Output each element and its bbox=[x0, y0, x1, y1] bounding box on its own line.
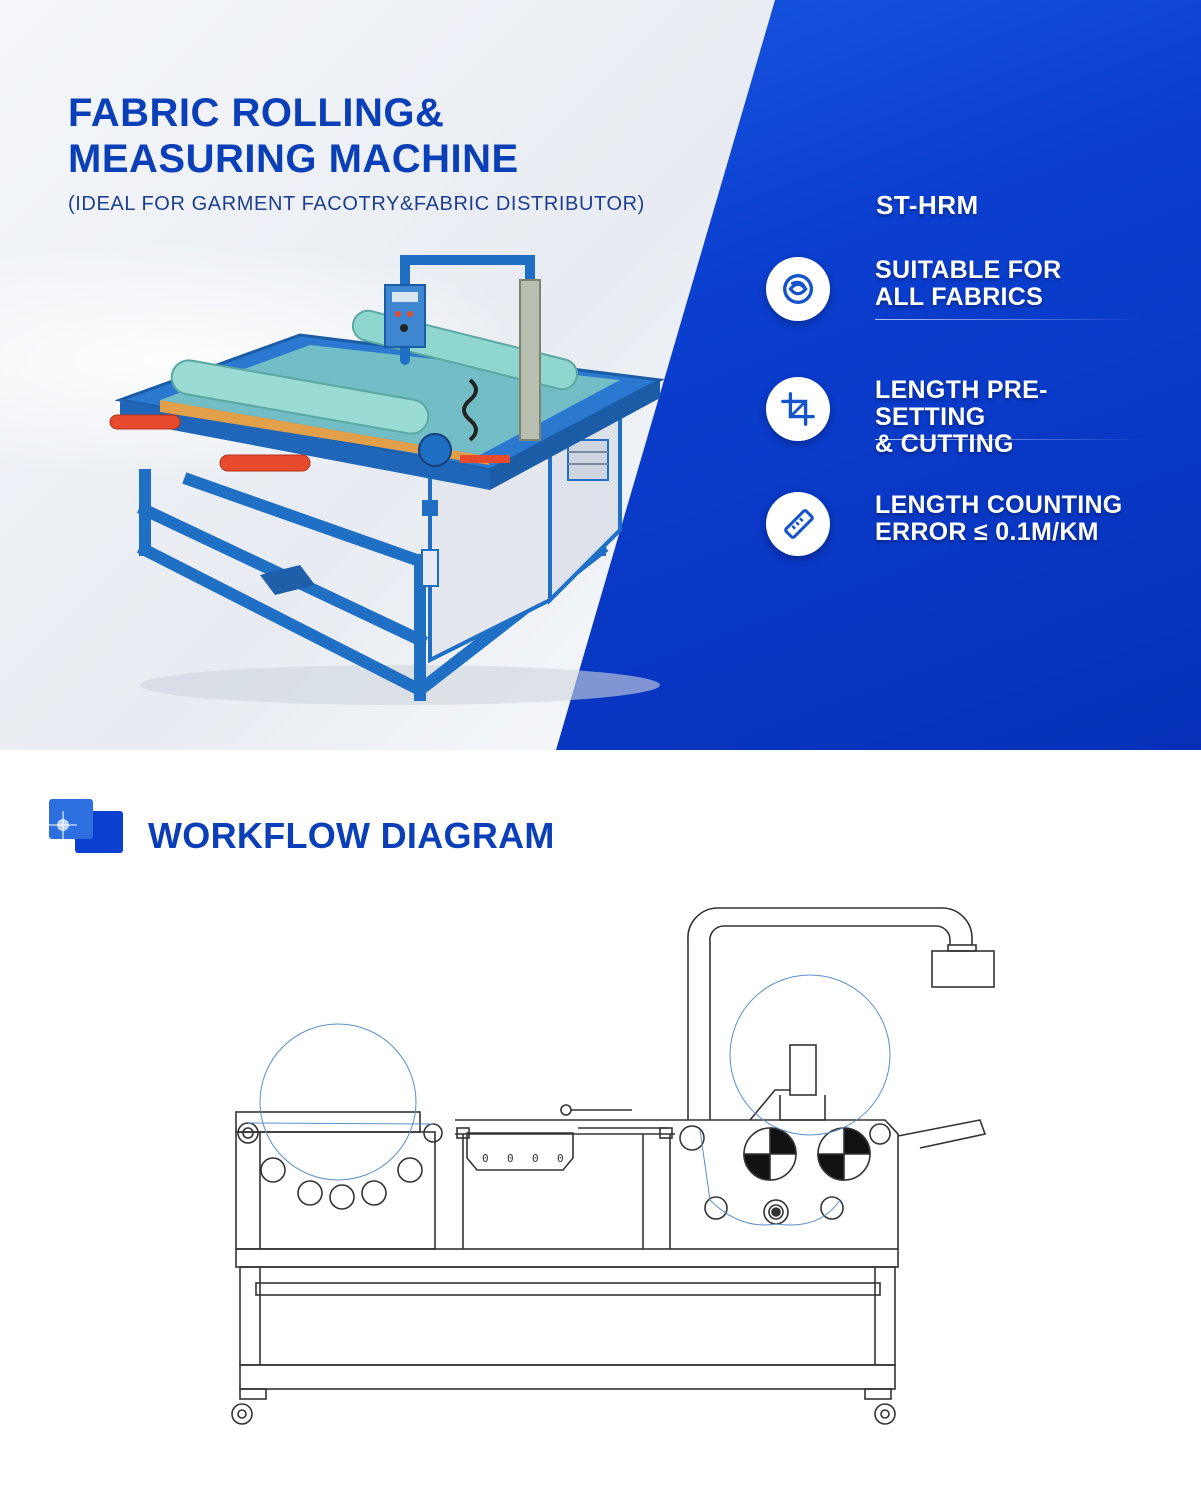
feature-line-1: SUITABLE FOR bbox=[875, 256, 1062, 284]
feature-line-2: & CUTTING bbox=[875, 430, 1014, 458]
feature-icon-circle bbox=[766, 257, 830, 321]
ruler-icon bbox=[784, 509, 814, 539]
svg-text:0: 0 bbox=[482, 1152, 489, 1165]
feature-line-1: LENGTH COUNTING bbox=[875, 491, 1123, 519]
title-line-2: MEASURING MACHINE bbox=[68, 137, 519, 181]
feature-icon-circle bbox=[766, 377, 830, 441]
feature-icon-circle bbox=[766, 492, 830, 556]
model-name: ST-HRM bbox=[876, 190, 979, 220]
svg-text:0: 0 bbox=[532, 1152, 539, 1165]
workflow-icon bbox=[49, 799, 123, 853]
hero-banner: FABRIC ROLLING& MEASURING MACHINE (IDEAL… bbox=[0, 0, 1201, 750]
page-subtitle: (IDEAL FOR GARMENT FACOTRY&FABRIC DISTRI… bbox=[68, 193, 645, 215]
machine-illustration bbox=[109, 255, 665, 705]
svg-text:0: 0 bbox=[507, 1152, 514, 1165]
feature-line-2: ERROR ≤ 0.1M/KM bbox=[875, 518, 1099, 546]
swirl-icon bbox=[783, 274, 813, 304]
svg-text:0: 0 bbox=[557, 1152, 564, 1165]
section-title: WORKFLOW DIAGRAM bbox=[148, 815, 555, 856]
feature-text: LENGTH COUNTING ERROR ≤ 0.1M/KM bbox=[875, 492, 1123, 546]
feature-divider bbox=[875, 439, 1145, 440]
title-line-1: FABRIC ROLLING& bbox=[68, 91, 445, 135]
feature-line-2: ALL FABRICS bbox=[875, 283, 1044, 311]
feature-text: SUITABLE FOR ALL FABRICS bbox=[875, 257, 1061, 311]
feature-divider bbox=[875, 319, 1145, 320]
feature-item: LENGTH PRE-SETTING & CUTTING bbox=[766, 377, 1156, 477]
workflow-diagram: 0 0 0 0 bbox=[231, 907, 995, 1425]
feature-item: SUITABLE FOR ALL FABRICS bbox=[766, 257, 1156, 357]
feature-text: LENGTH PRE-SETTING & CUTTING bbox=[875, 377, 1156, 458]
feature-line-1: LENGTH PRE-SETTING bbox=[875, 376, 1048, 431]
page-title: FABRIC ROLLING& MEASURING MACHINE bbox=[68, 90, 519, 182]
feature-item: LENGTH COUNTING ERROR ≤ 0.1M/KM bbox=[766, 492, 1156, 592]
crop-icon bbox=[781, 392, 815, 426]
